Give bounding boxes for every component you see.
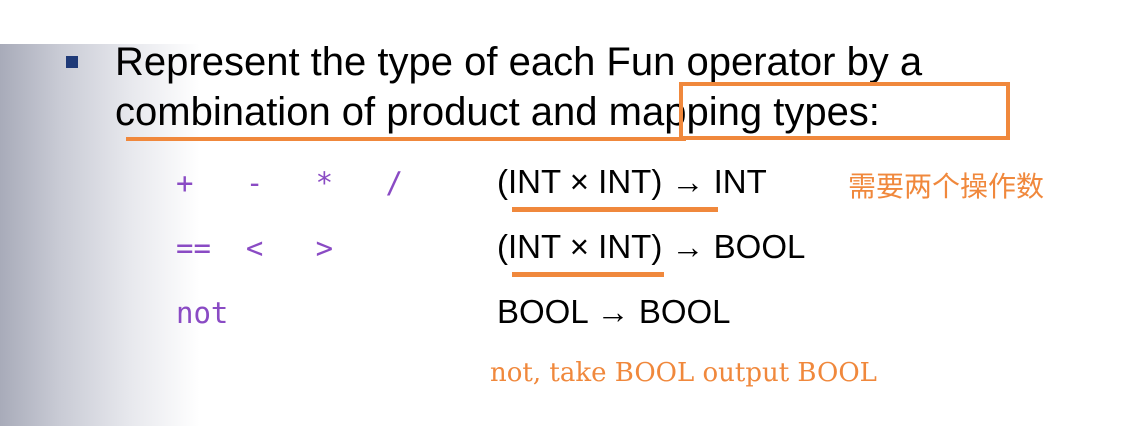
annotation-note-english: not, take BOOL output BOOL	[490, 358, 877, 388]
annotation-note-chinese: 需要两个操作数	[848, 170, 1045, 203]
left-gradient-band	[0, 44, 200, 426]
bullet-square-icon	[66, 56, 78, 68]
annotation-box-mapping-types	[679, 82, 1010, 140]
headline-line-1: Represent the type of each Fun operator …	[115, 40, 923, 84]
operators-not: not	[176, 296, 229, 330]
headline-line-2: combination of product and mapping types…	[115, 90, 880, 134]
annotation-underline-headline	[126, 137, 686, 141]
type-comparison: (INT × INT) → BOOL	[497, 228, 806, 265]
operators-comparison: == < >	[176, 231, 334, 265]
annotation-underline-row-2	[512, 272, 664, 277]
operators-arithmetic: + - * /	[176, 166, 403, 200]
type-not: BOOL → BOOL	[497, 293, 731, 330]
type-arithmetic: (INT × INT) → INT	[497, 163, 767, 200]
annotation-underline-row-1	[512, 207, 718, 212]
